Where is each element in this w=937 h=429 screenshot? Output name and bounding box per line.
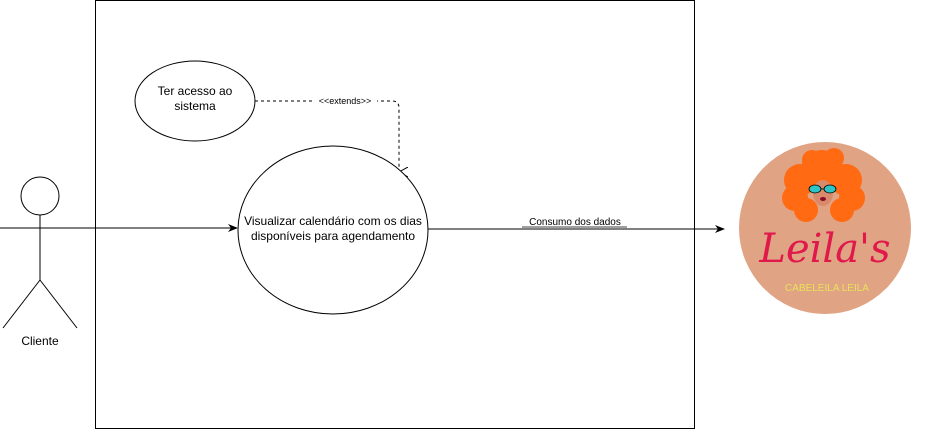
actor-left-leg	[2, 279, 41, 329]
actor-head	[20, 176, 60, 216]
extends-label: <<extends>>	[319, 96, 372, 106]
logo-circle	[739, 142, 911, 314]
use-case-calendar-line1: Visualizar calendário com os dias	[244, 214, 422, 228]
use-case-calendar[interactable]: Visualizar calendário com os dias dispon…	[237, 145, 429, 315]
glasses-icon	[808, 184, 837, 194]
hair-icon	[782, 148, 865, 222]
actor-cliente[interactable]: Cliente	[0, 176, 80, 348]
leilas-logo: Leila's CABELEILA LEILA	[739, 142, 911, 314]
lips-icon	[820, 197, 826, 201]
extends-label-bg	[313, 95, 377, 107]
actor-right-leg	[39, 279, 78, 329]
use-case-calendar-ellipse	[237, 145, 429, 315]
consumo-label: Consumo dos dados	[529, 217, 621, 228]
use-case-access-line2: sistema	[174, 99, 216, 113]
logo-subtitle: CABELEILA LEILA	[785, 283, 869, 294]
use-case-access-line1: Ter acesso ao	[158, 84, 233, 98]
actor-label: Cliente	[21, 334, 59, 348]
logo-script-text: Leila's	[758, 226, 890, 272]
use-case-access[interactable]: Ter acesso ao sistema	[134, 60, 256, 142]
use-case-calendar-line2: disponíveis para agendamento	[251, 229, 415, 243]
